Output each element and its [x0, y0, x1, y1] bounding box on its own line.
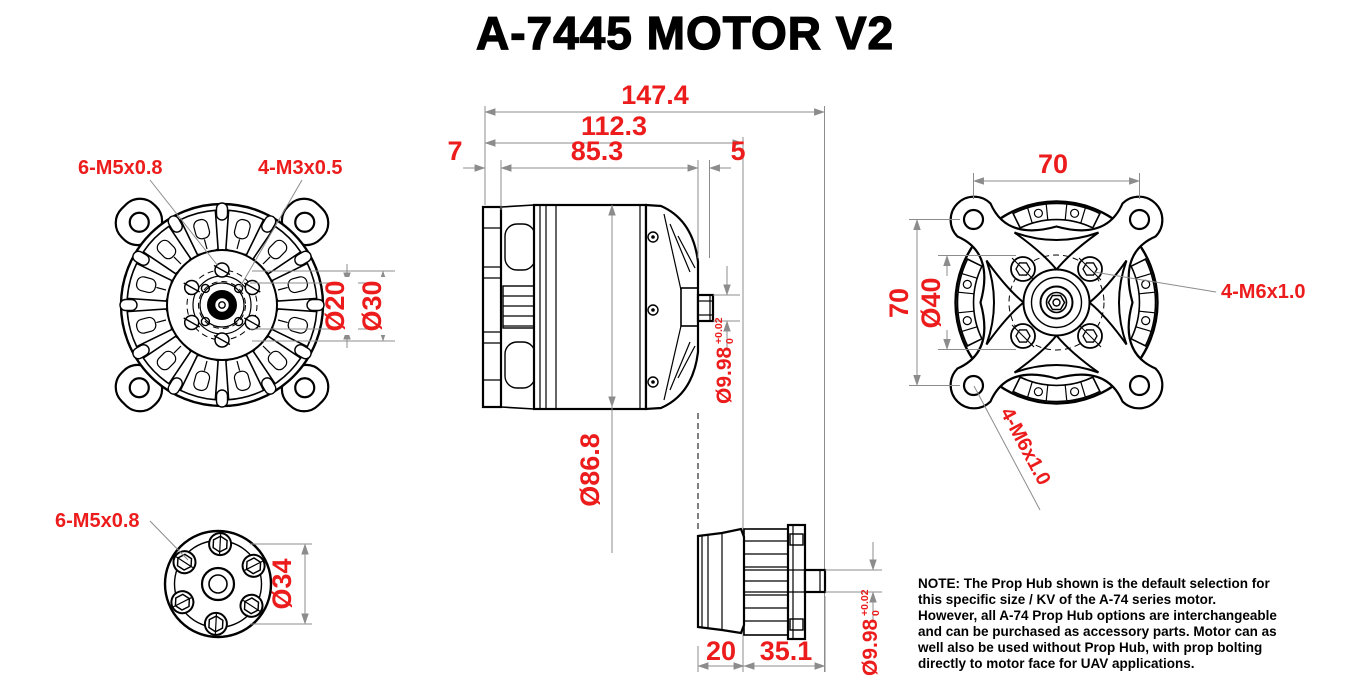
- dim-rear-boss: 5: [730, 136, 745, 166]
- dim-body-diameter: Ø86.8: [575, 433, 605, 507]
- svg-text:+0.02: +0.02: [713, 317, 725, 344]
- dim-mount-width: 70: [1038, 149, 1068, 179]
- svg-text:Ø9.98: Ø9.98: [713, 346, 736, 404]
- label-hub-m5: 6-M5x0.8: [55, 510, 140, 532]
- dim-body-length: 85.3: [571, 136, 624, 166]
- label-rear-m6-diag: 4-M6x1.0: [996, 404, 1055, 489]
- dim-hub-cone-length: 20: [706, 636, 736, 666]
- dim-hub-shaft-diameter: Ø9.98 +0.02 0: [859, 589, 882, 676]
- dim-shaft-diameter: Ø9.98 +0.02 0: [713, 317, 736, 404]
- front-view-dimensions: Ø20 Ø30 6-M5x0.8 4-M3x0.5: [78, 157, 396, 348]
- front-view: [106, 189, 338, 421]
- dim-front-dia30: Ø30: [357, 280, 387, 331]
- motor-shaft: [696, 293, 715, 323]
- label-front-m3: 4-M3x0.5: [258, 157, 343, 179]
- dim-mount-height: 70: [884, 288, 914, 318]
- hub-side-view: [696, 523, 827, 641]
- dim-bolt-circle: Ø40: [916, 277, 946, 328]
- note-line: and can be purchased as accessory parts.…: [918, 623, 1277, 639]
- hub-shaft: [803, 568, 827, 594]
- dim-hub-bolt-circle: Ø34: [267, 558, 297, 609]
- svg-text:Ø9.98: Ø9.98: [859, 618, 882, 676]
- label-front-m5: 6-M5x0.8: [78, 157, 163, 179]
- rear-view-dimensions: 70 70 Ø40 4-M6x1.0 4-M6x1.0: [884, 149, 1306, 511]
- rear-view: [949, 195, 1164, 410]
- hub-face-dimensions: 6-M5x0.8 Ø34: [55, 510, 312, 625]
- hub-side-dimensions: 20 35.1 Ø9.98 +0.02 0: [697, 542, 882, 676]
- dim-front-dia20: Ø20: [320, 280, 350, 331]
- note-line: NOTE: The Prop Hub shown is the default …: [918, 576, 1270, 591]
- label-rear-m6: 4-M6x1.0: [1221, 281, 1306, 303]
- hub-face-view: [163, 529, 273, 639]
- svg-text:+0.02: +0.02: [859, 589, 871, 616]
- svg-text:0: 0: [724, 338, 736, 344]
- side-view: [481, 203, 715, 411]
- note-text: NOTE: The Prop Hub shown is the default …: [918, 576, 1368, 671]
- note-line: However, all A-74 Prop Hub options are i…: [918, 607, 1277, 623]
- side-view-dimensions: 147.4 112.3 85.3 7 5 Ø86.8 Ø9.98 +0.02 0: [447, 80, 826, 672]
- dim-length-no-hub: 112.3: [581, 111, 647, 141]
- page-title: A-7445 MOTOR V2: [475, 6, 895, 59]
- dim-hub-body-length: 35.1: [760, 636, 813, 666]
- dim-overall-length: 147.4: [621, 80, 689, 110]
- svg-text:0: 0: [870, 610, 882, 616]
- note-line: this specific size / KV of the A-74 seri…: [918, 591, 1217, 607]
- note-line: directly to motor face for UAV applicati…: [918, 655, 1195, 671]
- dim-front-flange: 7: [447, 136, 462, 166]
- note-line: well also be used without Prop Hub, with…: [918, 639, 1263, 655]
